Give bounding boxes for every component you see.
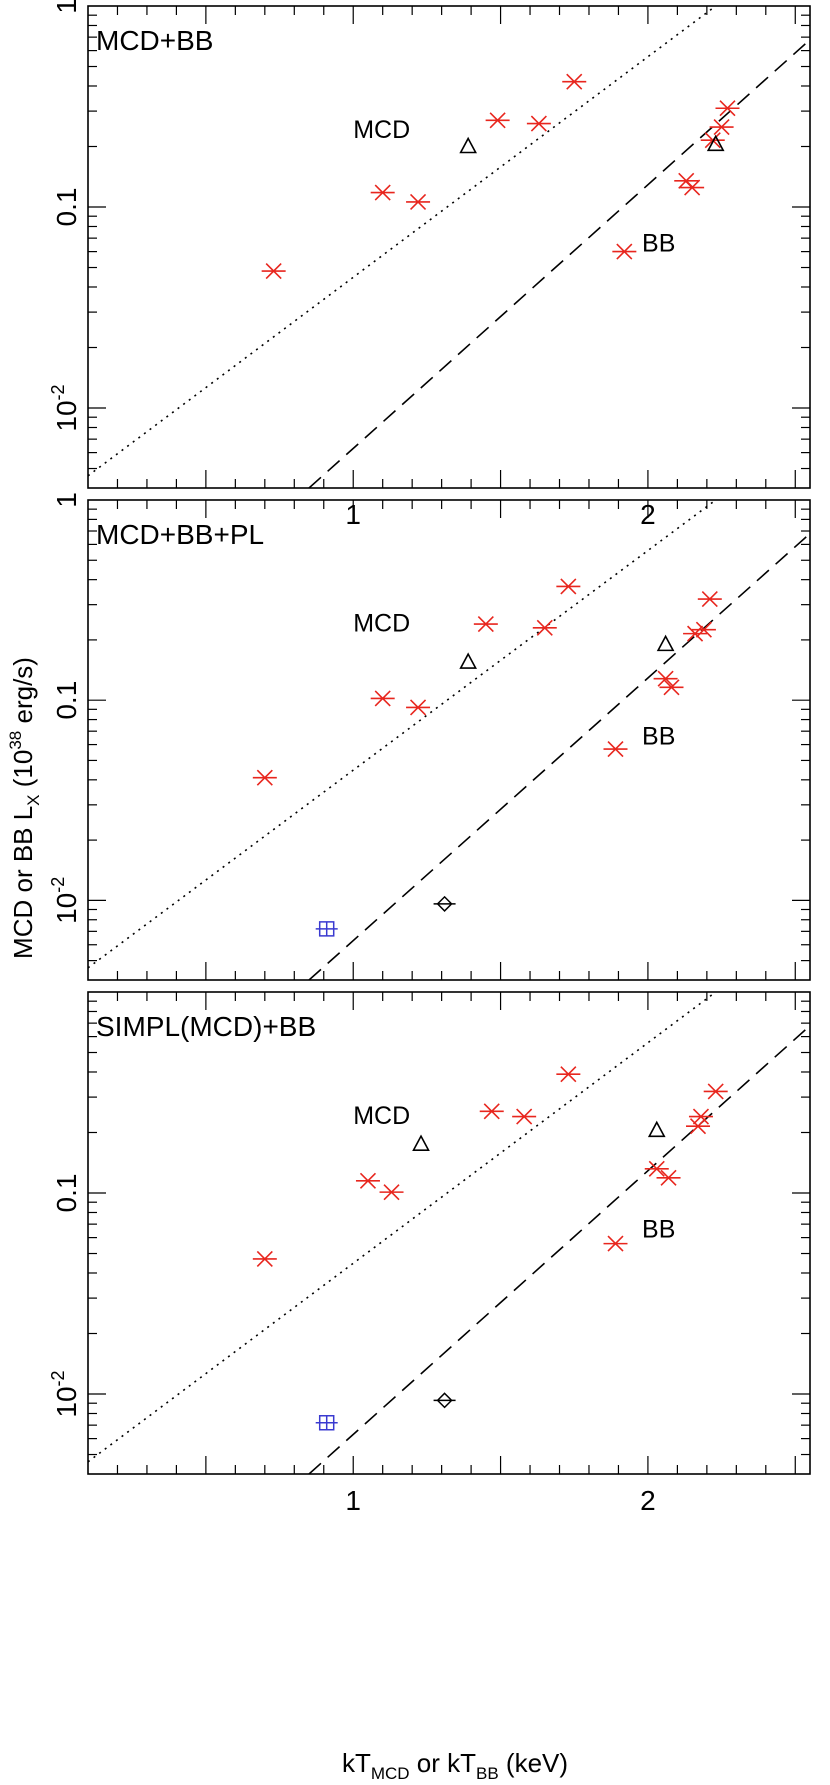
data-point-diamond — [433, 895, 456, 912]
y-tick-label: 0.1 — [51, 681, 82, 720]
y-tick-label: 10-2 — [48, 877, 82, 924]
data-point-x — [526, 115, 551, 132]
data-point-square — [315, 921, 338, 937]
panel-title: SIMPL(MCD)+BB — [96, 1011, 316, 1042]
y-tick-label: 1 — [51, 492, 82, 508]
data-point-x — [406, 699, 431, 716]
data-point-x — [370, 184, 395, 201]
data-point-x — [683, 625, 708, 642]
bb-relation-line — [308, 532, 810, 980]
y-tick-label: 0.1 — [51, 1174, 82, 1213]
y-axis-title: MCD or BB LX (1038 erg/s) — [6, 657, 43, 959]
data-points — [252, 578, 722, 937]
data-point-x — [406, 193, 431, 210]
data-point-x — [644, 1160, 669, 1177]
tick-marks — [88, 6, 810, 488]
bb-line-label: BB — [642, 723, 675, 751]
data-point-triangle — [459, 136, 477, 154]
bb-line-label: BB — [642, 230, 675, 258]
mcd-relation-line — [88, 500, 717, 969]
data-point-x — [512, 1108, 537, 1125]
data-point-x — [252, 1250, 277, 1267]
plot-frame — [87, 499, 811, 981]
data-point-x — [532, 619, 557, 636]
data-point-x — [556, 578, 581, 595]
tick-marks — [88, 500, 810, 980]
panel-title: MCD+BB — [96, 25, 213, 56]
data-point-x — [370, 690, 395, 707]
y-tick-label: 10-2 — [48, 384, 82, 431]
x-axis-title: kTMCD or kTBB (keV) — [342, 1748, 568, 1783]
data-point-x — [473, 615, 498, 633]
data-point-x — [691, 621, 716, 638]
data-point-triangle — [647, 1120, 666, 1138]
x-tick-label: 2 — [640, 1485, 656, 1516]
data-point-x — [680, 179, 705, 196]
y-tick-label: 10-2 — [48, 1370, 82, 1417]
mcd-relation-line — [88, 992, 717, 1463]
data-point-x — [653, 670, 678, 687]
data-point-triangle — [706, 134, 725, 152]
panel-3: 1 2 10-2 0.1 MCD BB SIMPL(MCD)+BB — [48, 991, 811, 1516]
bb-line-label: BB — [642, 1216, 675, 1244]
mcd-relation-line — [88, 6, 717, 477]
mcd-line-label: MCD — [353, 610, 410, 638]
data-points — [261, 73, 740, 280]
data-point-x — [479, 1103, 504, 1120]
data-point-x — [612, 243, 637, 260]
y-tick-label: 0.1 — [51, 188, 82, 227]
x-tick-label: 1 — [345, 1485, 361, 1516]
data-point-x — [603, 740, 628, 758]
plot-frame — [87, 991, 811, 1475]
reference-lines — [88, 500, 810, 980]
data-point-x — [656, 1169, 681, 1186]
data-point-x — [715, 100, 740, 117]
data-point-x — [562, 73, 587, 90]
tick-marks — [88, 992, 810, 1474]
plot-frame — [87, 5, 811, 489]
data-point-x — [703, 1083, 728, 1100]
panel-title: MCD+BB+PL — [96, 519, 264, 550]
data-point-x — [688, 1108, 713, 1125]
data-point-x — [659, 679, 684, 696]
reference-lines — [88, 992, 810, 1474]
y-tick-label: 1 — [51, 0, 82, 14]
data-point-x — [485, 112, 510, 129]
mcd-line-label: MCD — [353, 1102, 410, 1130]
data-point-x — [709, 118, 734, 136]
data-point-triangle — [459, 652, 477, 669]
data-point-diamond — [433, 1392, 456, 1409]
bb-relation-line — [308, 39, 810, 488]
data-point-x — [379, 1184, 404, 1201]
data-points — [252, 1066, 728, 1431]
data-point-x — [355, 1172, 380, 1189]
reference-lines — [88, 6, 810, 488]
data-point-triangle — [412, 1134, 430, 1151]
data-point-x — [252, 769, 277, 786]
mcd-line-label: MCD — [353, 116, 410, 144]
data-point-x — [603, 1235, 628, 1252]
data-point-x — [686, 1118, 711, 1135]
data-point-x — [261, 263, 286, 280]
data-point-x — [697, 590, 722, 608]
bb-relation-line — [308, 1025, 810, 1474]
data-point-square — [315, 1414, 338, 1431]
data-point-x — [556, 1066, 581, 1083]
data-point-triangle — [656, 634, 675, 652]
